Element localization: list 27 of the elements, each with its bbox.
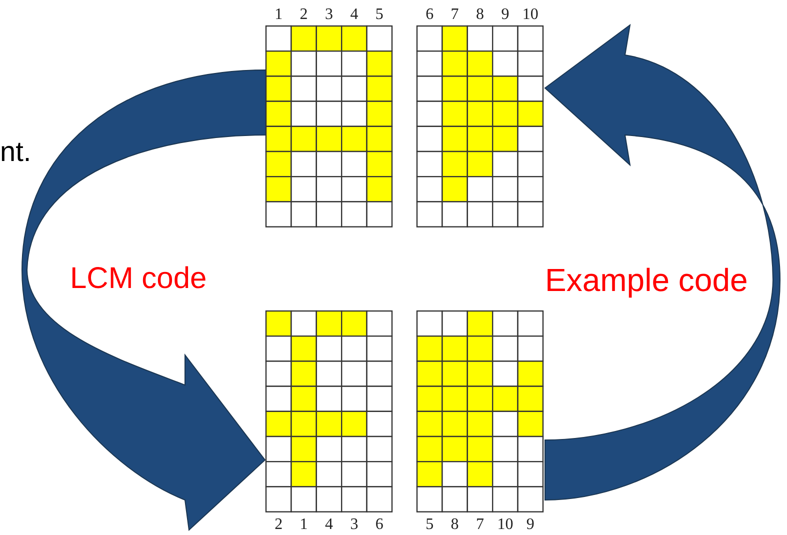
column-number: 2 <box>274 516 284 533</box>
column-number: 7 <box>450 7 460 23</box>
column-number: 6 <box>374 516 384 533</box>
column-number: 10 <box>496 516 514 533</box>
column-number: 5 <box>374 7 384 23</box>
pixel-grid <box>265 25 393 228</box>
column-number: 8 <box>475 7 485 23</box>
column-number: 8 <box>450 516 460 533</box>
column-number: 3 <box>349 516 360 533</box>
column-number: 4 <box>324 516 334 533</box>
column-number: 10 <box>521 7 540 23</box>
column-number: 1 <box>274 7 284 23</box>
column-number: 4 <box>349 7 360 23</box>
pixel-grid <box>416 310 544 513</box>
column-number: 2 <box>298 7 309 23</box>
pixel-grid <box>416 25 544 228</box>
curved-arrow <box>544 24 780 500</box>
column-number: 9 <box>525 516 536 533</box>
column-number: 1 <box>298 516 309 533</box>
column-number: 9 <box>500 7 510 23</box>
column-number: 7 <box>475 516 485 533</box>
text-fragment: nt. <box>0 138 32 166</box>
pixel-grid <box>265 310 393 513</box>
column-number: 6 <box>424 7 435 23</box>
column-number: 3 <box>324 7 334 23</box>
curved-arrow <box>22 70 266 530</box>
column-number: 5 <box>424 516 435 533</box>
